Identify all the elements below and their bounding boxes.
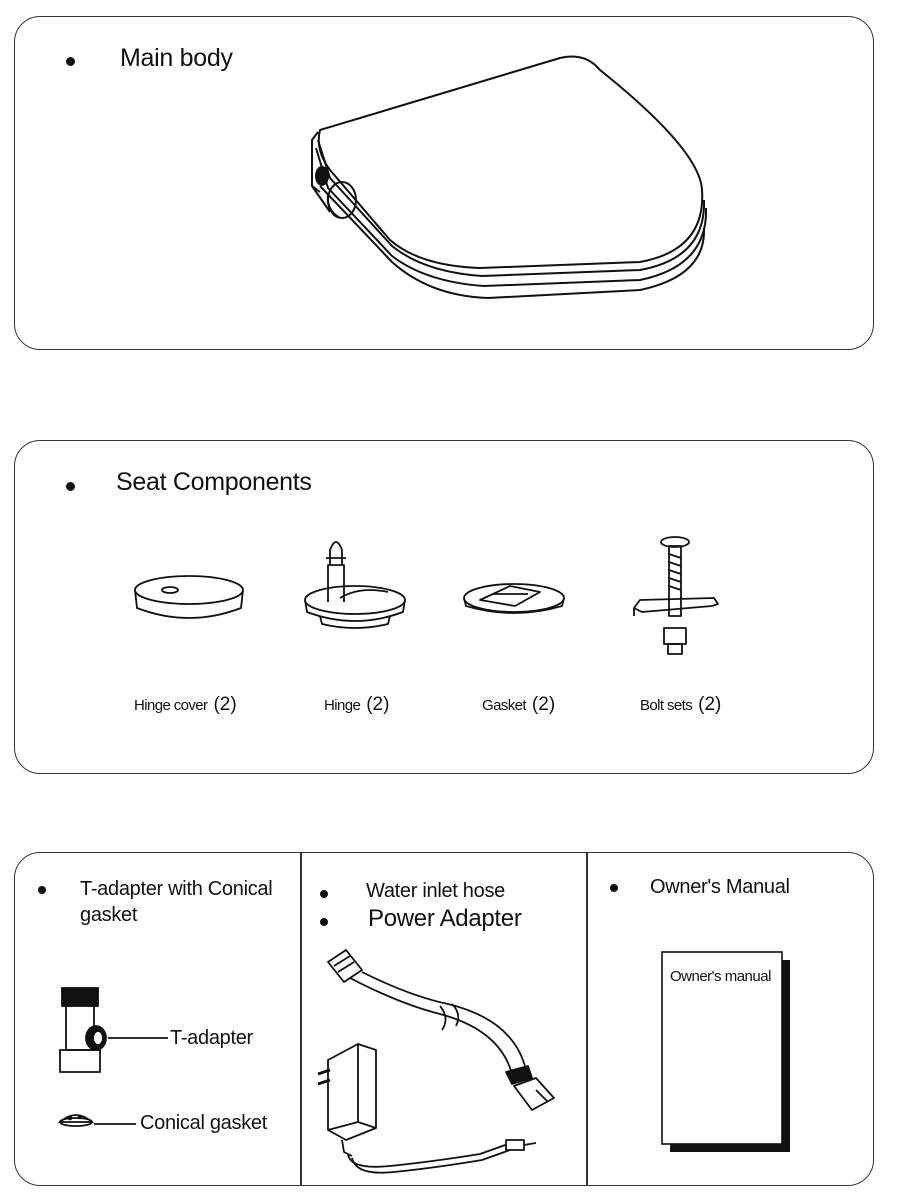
t-adapter-icon	[59, 987, 107, 1073]
column-divider	[300, 852, 302, 1186]
conical-gasket-callout: Conical gasket	[140, 1112, 267, 1134]
main-body-panel	[14, 16, 874, 350]
bullet-icon	[66, 57, 75, 66]
component-count: (2)	[366, 694, 390, 715]
manual-cover-label: Owner's manual	[670, 968, 771, 985]
t-adapter-illustration	[57, 987, 168, 1127]
component-name: Hinge cover	[134, 697, 208, 714]
component-count: (2)	[531, 694, 556, 715]
main-body-heading: Main body	[120, 44, 233, 72]
seat-components-illustrations	[134, 536, 719, 655]
component-name: Hinge	[324, 697, 361, 714]
gasket-icon	[463, 583, 565, 614]
component-label-gasket: Gasket(2)	[482, 694, 555, 716]
power-adapter-icon	[317, 1043, 537, 1174]
column-divider	[586, 852, 588, 1186]
seat-components-panel	[14, 440, 874, 774]
component-count: (2)	[213, 694, 237, 715]
component-label-bolt-sets: Bolt sets (2)	[640, 694, 721, 716]
water-inlet-hose-icon	[327, 949, 555, 1111]
t-adapter-callout: T-adapter	[170, 1027, 253, 1049]
bullet-icon	[320, 890, 328, 898]
owners-manual-icon	[661, 951, 790, 1152]
component-name: Bolt sets	[640, 697, 693, 714]
component-name: Gasket	[482, 697, 527, 714]
component-count: (2)	[698, 694, 722, 715]
t-adapter-heading-line2: gasket	[80, 904, 138, 926]
hinge-cover-icon	[134, 575, 244, 619]
bullet-icon	[610, 884, 618, 892]
toilet-seat-illustration	[311, 55, 708, 299]
bolt-set-icon	[633, 536, 719, 655]
component-label-hinge: Hinge (2)	[324, 694, 389, 716]
owners-manual-heading: Owner's Manual	[650, 876, 790, 898]
bullet-icon	[66, 482, 75, 491]
power-adapter-heading: Power Adapter	[368, 905, 522, 932]
component-label-hinge-cover: Hinge cover (2)	[134, 694, 237, 716]
bullet-icon	[320, 918, 328, 926]
hose-and-adapter-illustration	[317, 949, 555, 1174]
water-inlet-hose-heading: Water inlet hose	[366, 880, 505, 902]
bullet-icon	[38, 886, 46, 894]
conical-gasket-icon	[57, 1114, 95, 1127]
hinge-icon	[304, 541, 406, 629]
seat-components-heading: Seat Components	[116, 468, 312, 496]
t-adapter-heading-line1: T-adapter with Conical	[80, 878, 273, 900]
